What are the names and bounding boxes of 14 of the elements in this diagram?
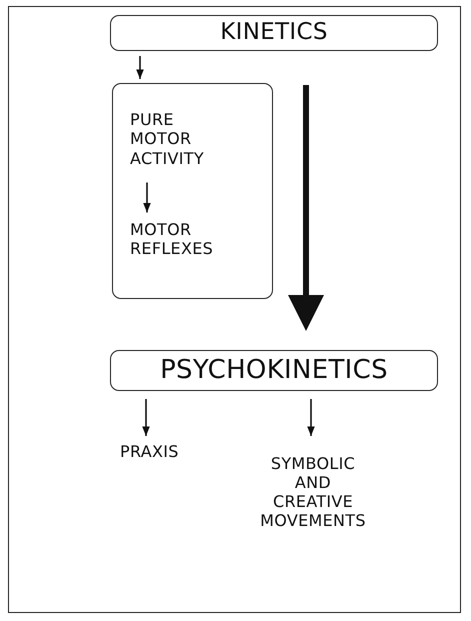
- arrow: [136, 56, 144, 79]
- node-label: PRAXIS: [120, 442, 179, 462]
- node-label: PSYCHOKINETICS: [160, 354, 388, 386]
- arrow: [288, 85, 324, 331]
- node-label: KINETICS: [220, 19, 328, 47]
- process-box: [110, 15, 438, 51]
- node-label: PURE MOTOR ACTIVITY: [130, 110, 205, 168]
- arrow: [143, 182, 151, 212]
- arrow: [142, 399, 150, 436]
- node-label: MOTOR REFLEXES: [130, 220, 214, 258]
- node-label: SYMBOLIC AND CREATIVE MOVEMENTS: [259, 454, 367, 530]
- arrow: [307, 399, 315, 436]
- process-box: [110, 350, 438, 391]
- group-box: [112, 83, 273, 299]
